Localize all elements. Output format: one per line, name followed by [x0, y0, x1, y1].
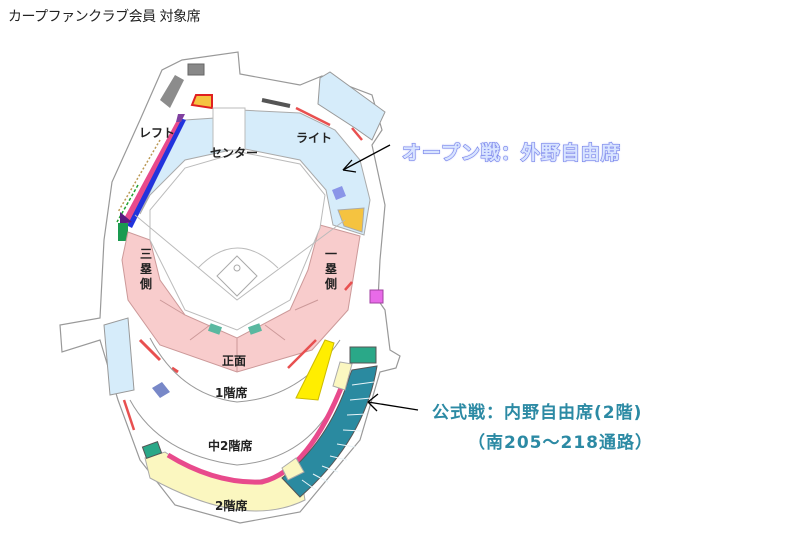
purple-triangle — [120, 212, 132, 224]
label-front: 正面 — [222, 354, 246, 368]
page-title: カープファンクラブ会員 対象席 — [8, 9, 201, 25]
dotted-seats — [117, 139, 161, 213]
label-third-base: 三塁側 — [139, 247, 152, 291]
floor2-teal — [281, 365, 378, 498]
label-floor2: 2階席 — [215, 498, 247, 513]
left-pole-stripe-pink — [122, 120, 181, 224]
arrow-official — [367, 393, 419, 412]
teal-dugout-left — [207, 323, 223, 335]
arrow-open-season — [342, 144, 391, 173]
floor2-pink — [166, 377, 348, 485]
label-first-base: 一塁側 — [324, 247, 337, 291]
yellow-block-lower — [281, 457, 305, 481]
grey-block — [187, 63, 205, 76]
teal-dividers — [301, 381, 375, 491]
red-marks-right — [287, 281, 353, 369]
label-first-base-text: 一 — [325, 247, 337, 261]
teal-block-right — [349, 346, 377, 364]
slate-blue-block — [152, 382, 170, 398]
left-pole-stripe-blue — [126, 118, 186, 228]
blue-marker — [332, 186, 346, 200]
teal-block-left — [141, 440, 163, 460]
official-season-aisles: （南205～218通路） — [468, 433, 653, 453]
label-third-base-text: 三 — [140, 247, 152, 261]
left-pole-stripe-purple — [176, 114, 185, 122]
label-center: センター — [210, 146, 258, 160]
yellow-block-right — [337, 207, 365, 233]
mezzanine-outline — [129, 399, 331, 466]
red-marks-left — [138, 338, 179, 374]
official-season-annotation: 公式戦：内野自由席(2階) — [432, 403, 643, 423]
label-first-base-text-char: 側 — [324, 276, 337, 291]
yellow-block-upper-right — [332, 361, 353, 391]
teal-dugout-right — [247, 323, 263, 335]
center-aisle — [212, 107, 246, 151]
right-outer-block — [317, 71, 386, 141]
pitchers-mound — [233, 264, 241, 272]
red-strip — [295, 106, 331, 127]
yellow-block-top-left — [190, 94, 213, 110]
infield-arc — [197, 247, 279, 269]
field — [149, 151, 326, 331]
diamond — [216, 255, 258, 297]
dark-strip — [261, 98, 291, 108]
infield-stands — [121, 224, 361, 373]
left-light-blue-block — [103, 317, 135, 396]
magenta-block — [369, 289, 384, 304]
red-marks-far-left — [122, 399, 136, 431]
label-left: レフト — [139, 126, 175, 140]
label-third-base-text-char: 側 — [139, 276, 152, 291]
section-lines — [159, 299, 319, 372]
grey-block-2 — [160, 75, 184, 108]
label-mezzanine: 中2階席 — [208, 438, 252, 453]
label-floor1: 1階席 — [215, 385, 247, 400]
label-right: ライト — [296, 131, 332, 145]
green-block — [118, 223, 128, 241]
label-third-base-text-char: 塁 — [140, 262, 152, 276]
red-strip-2 — [351, 127, 363, 141]
foul-lines — [134, 214, 346, 301]
label-first-base-text-char: 塁 — [325, 262, 337, 276]
yellow-strip — [295, 339, 335, 401]
open-season-annotation: オープン戦：外野自由席 — [401, 141, 621, 164]
